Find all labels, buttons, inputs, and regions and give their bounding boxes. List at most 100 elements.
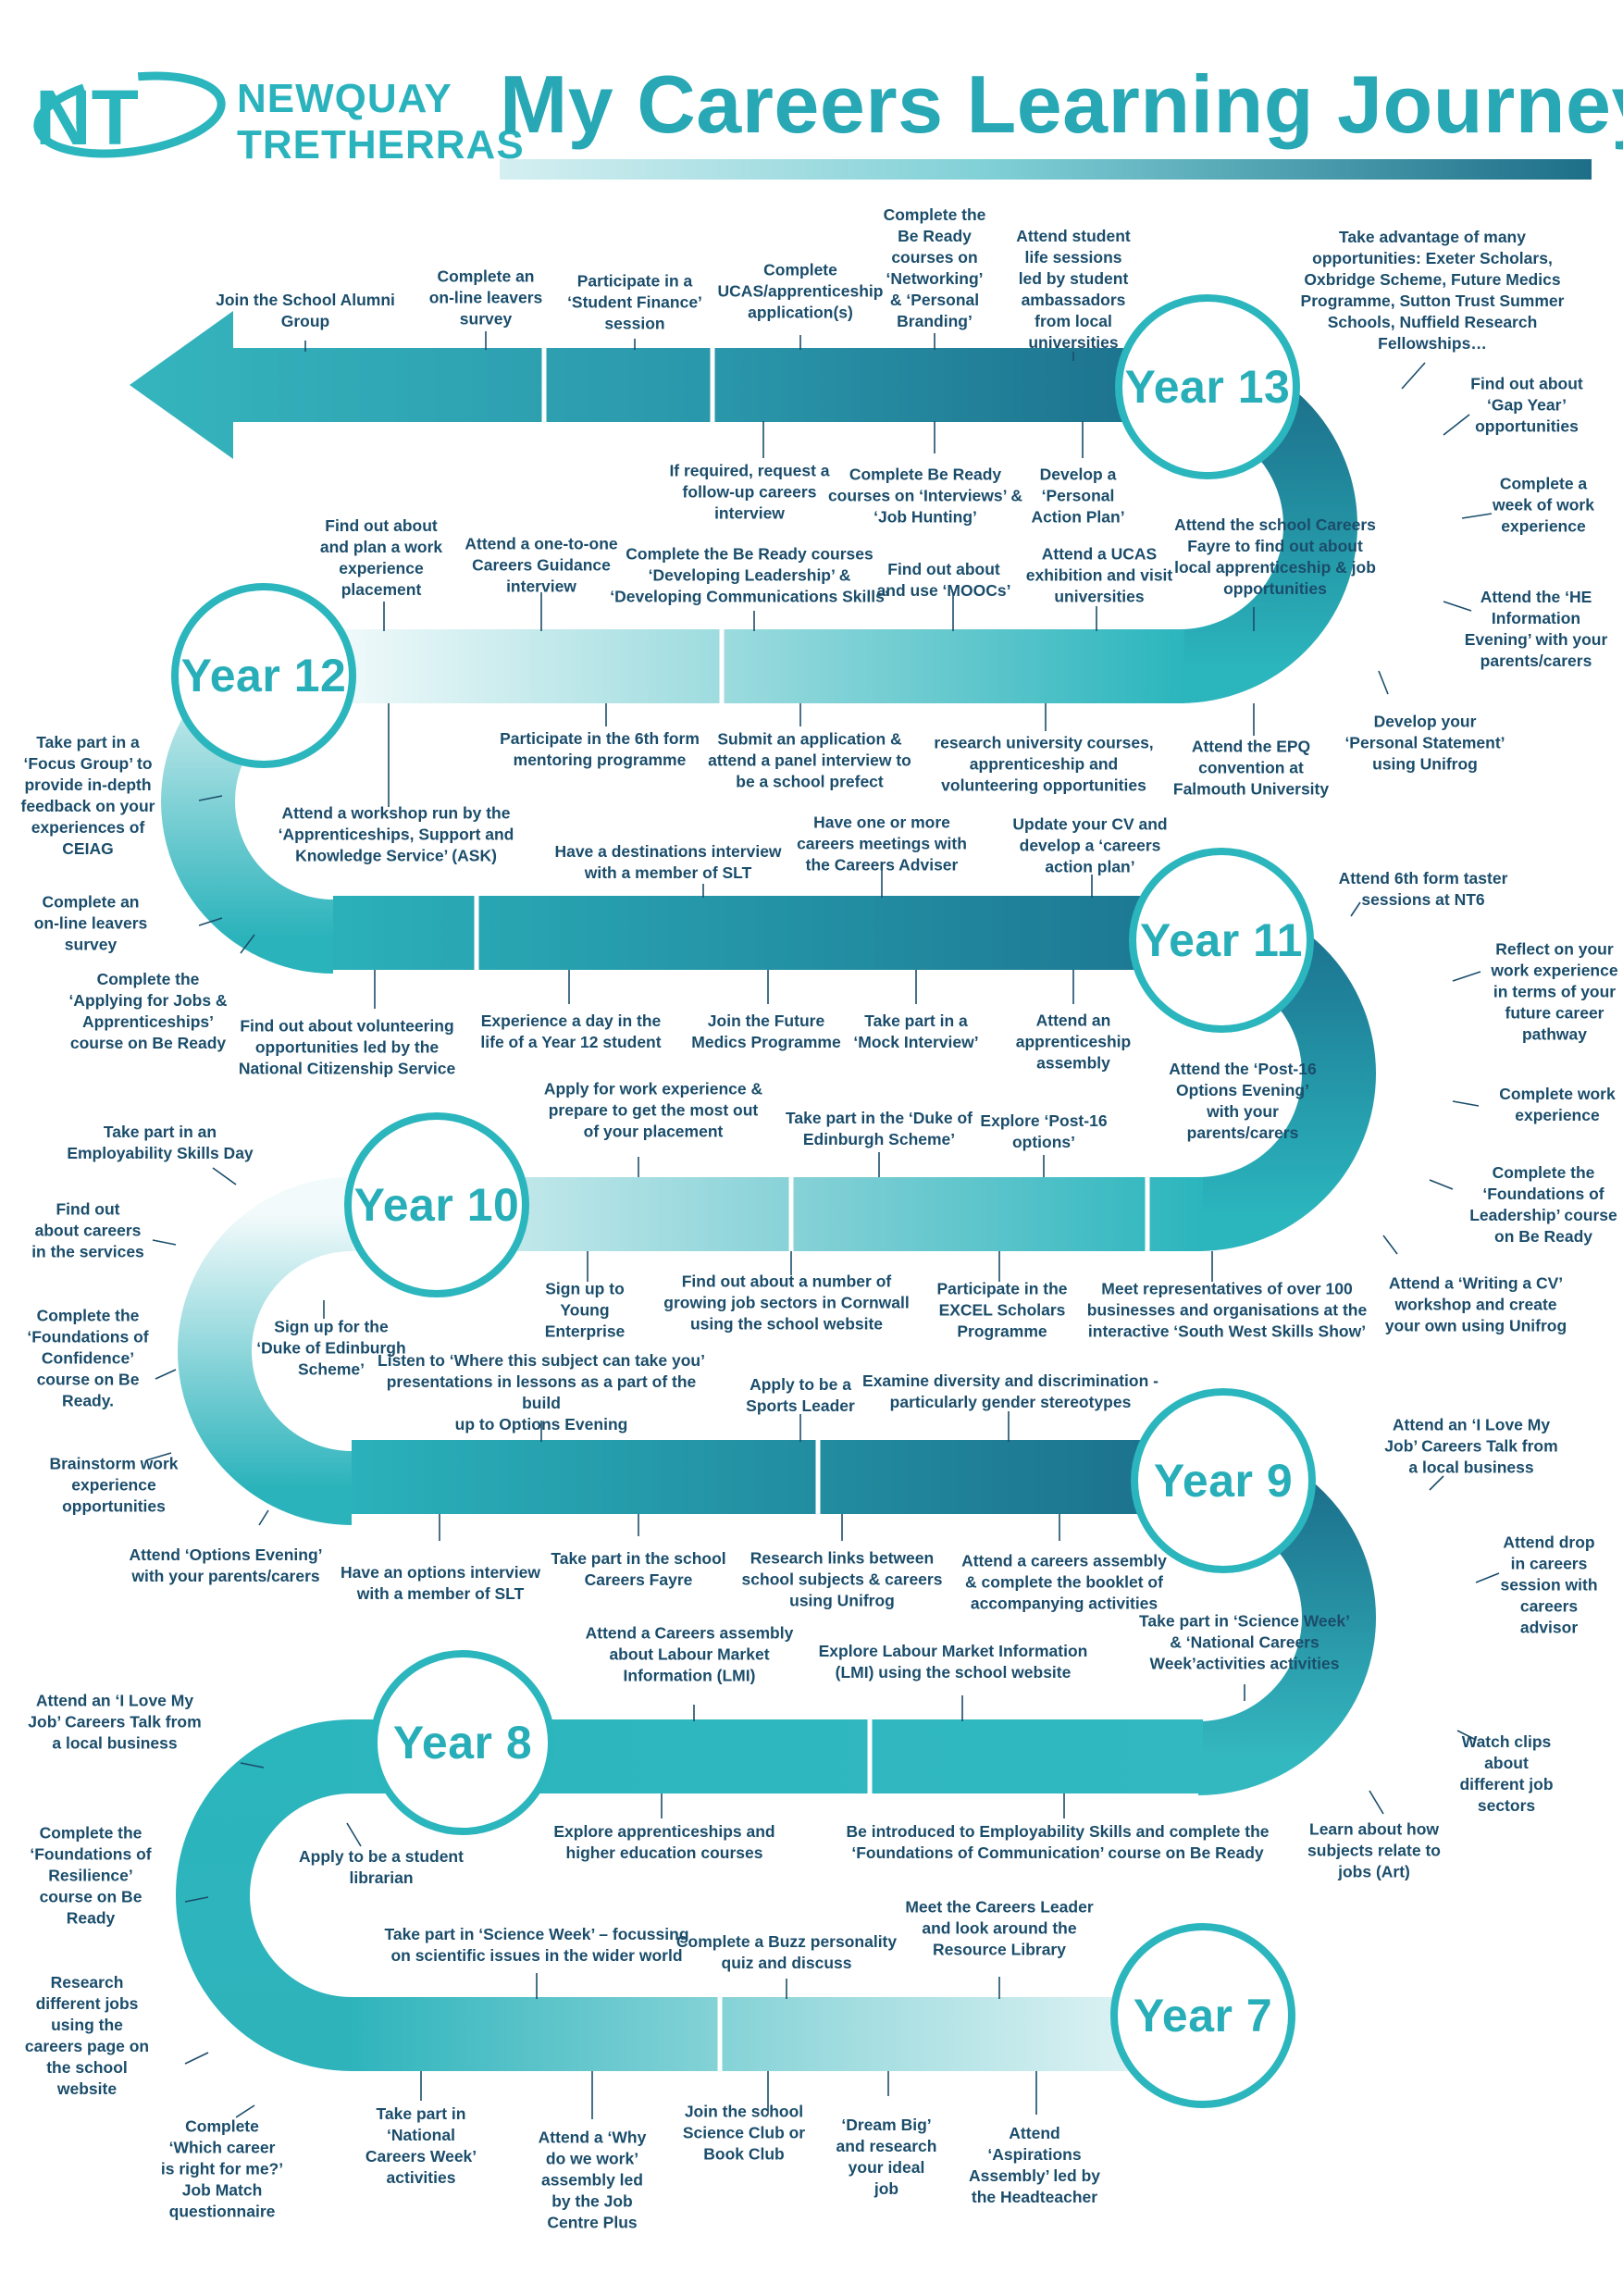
activity-label: Apply for work experience & prepare to g… xyxy=(543,1079,763,1141)
year-13-badge: Year 13 xyxy=(1115,294,1300,479)
activity-label: Be introduced to Employability Skills an… xyxy=(846,1822,1270,1862)
activity-label: Attend a one-to-one Careers Guidance int… xyxy=(465,534,618,596)
activity-label: Attend the EPQ convention at Falmouth Un… xyxy=(1172,737,1330,799)
activity-label: Attend a careers assembly & complete the… xyxy=(961,1551,1167,1613)
activity-label: Join the school Science Club or Book Clu… xyxy=(682,2102,806,2164)
activity-label: Complete ‘Which career is right for me?’… xyxy=(160,2116,284,2221)
activity-label: Take part in a ‘Focus Group’ to provide … xyxy=(20,733,155,858)
activity-label: Attend the school Careers Fayre to find … xyxy=(1174,515,1376,598)
activity-label: ‘Dream Big’ and research your ideal job xyxy=(836,2116,937,2198)
activity-label: Apply to be a student librarian xyxy=(299,1847,464,1887)
band-y7 xyxy=(352,1997,1184,2071)
activity-label: Explore Labour Market Information (LMI) … xyxy=(818,1642,1088,1682)
activity-label: Have a destinations interview with a mem… xyxy=(554,842,782,882)
activity-label: Attend a ‘Why do we work’ assembly led b… xyxy=(538,2128,647,2232)
activity-label: Complete an on-line leavers survey xyxy=(428,267,543,329)
activity-label: Take part in a ‘Mock Interview’ xyxy=(853,1011,979,1051)
curve-y8-y7 xyxy=(176,1719,353,2071)
year-7-badge: Year 7 xyxy=(1110,1923,1295,2108)
activity-label: Complete a Buzz personality quiz and dis… xyxy=(675,1932,898,1972)
activity-label: Attend a UCAS exhibition and visit unive… xyxy=(1025,544,1173,606)
activity-label: Attend the ‘Post-16 Options Evening’ wit… xyxy=(1169,1060,1317,1142)
activity-label: Watch clips about different job sectors xyxy=(1459,1732,1554,1815)
band-y12 xyxy=(333,629,1184,703)
activity-label: Find out about careers in the services xyxy=(31,1199,144,1261)
activity-label: Develop a ‘Personal Action Plan’ xyxy=(1031,465,1125,527)
activity-label: Attend a ‘Writing a CV’ workshop and cre… xyxy=(1384,1273,1567,1335)
activity-label: research university courses, apprentices… xyxy=(934,733,1154,795)
activity-label: Complete work experience xyxy=(1499,1085,1616,1124)
activity-label: Find out about and plan a work experienc… xyxy=(319,516,443,599)
activity-label: Attend the ‘HE Information Evening’ with… xyxy=(1464,588,1608,670)
activity-label: Complete a week of work experience xyxy=(1493,474,1594,536)
activity-label: Complete UCAS/apprenticeship application… xyxy=(717,260,884,322)
activity-label: Join the School Alumni Group xyxy=(216,291,395,330)
activity-label: Learn about how subjects relate to jobs … xyxy=(1307,1819,1441,1881)
activity-label: Sign up for the ‘Duke of Edinburgh Schem… xyxy=(256,1317,406,1379)
year-9-badge: Year 9 xyxy=(1131,1388,1316,1573)
activity-label: Attend an ‘I Love My Job’ Careers Talk f… xyxy=(28,1691,202,1753)
activity-label: Experience a day in the life of a Year 1… xyxy=(480,1011,662,1051)
activity-label: Meet the Careers Leader and look around … xyxy=(905,1897,1094,1959)
activity-label: Attend a workshop run by the ‘Apprentice… xyxy=(278,803,514,865)
activity-label: Have one or more careers meetings with t… xyxy=(797,813,967,875)
page-title: My Careers Learning Journey xyxy=(500,58,1623,150)
activity-label: Participate in a ‘Student Finance’ sessi… xyxy=(567,271,702,333)
activity-label: Brainstorm work experience opportunities xyxy=(49,1454,179,1516)
year-12-badge: Year 12 xyxy=(171,583,356,768)
activity-label: Take part in ‘National Careers Week’ act… xyxy=(365,2104,477,2187)
activity-label: Listen to ‘Where this subject can take y… xyxy=(378,1351,705,1433)
activity-label: Take part in ‘Science Week’ & ‘National … xyxy=(1139,1611,1350,1673)
year-8-badge: Year 8 xyxy=(370,1650,555,1835)
activity-label: Participate in the 6th form mentoring pr… xyxy=(500,729,700,769)
activity-label: Complete the ‘Foundations of Leadership’… xyxy=(1469,1163,1617,1246)
activity-label: Explore apprenticeships and higher educa… xyxy=(553,1822,775,1862)
activity-label: Attend a Careers assembly about Labour M… xyxy=(585,1623,794,1685)
arrow-y13 xyxy=(130,311,1194,459)
activity-label: Sign up to Young Enterprise xyxy=(544,1279,626,1341)
activity-label: Attend ‘Options Evening’ with your paren… xyxy=(129,1545,323,1585)
band-y9 xyxy=(352,1440,1203,1514)
title-underline-bar xyxy=(500,159,1592,180)
brand-line-1: NEWQUAY xyxy=(237,76,452,121)
activity-label: Attend drop in careers session with care… xyxy=(1500,1533,1598,1637)
activity-label: Complete the ‘Foundations of Confidence’… xyxy=(27,1306,149,1410)
activity-label: Attend 6th form taster sessions at NT6 xyxy=(1338,869,1508,909)
activity-label: Research links between school subjects &… xyxy=(741,1548,943,1610)
activity-label: Take part in ‘Science Week’ – focussing … xyxy=(384,1925,689,1965)
activity-label: Develop your ‘Personal Statement’ using … xyxy=(1344,712,1505,774)
brand-line-2: TRETHERRAS xyxy=(237,122,525,168)
activity-label: Find out about and use ‘MOOCs’ xyxy=(876,560,1011,600)
activity-label: Complete Be Ready courses on ‘Interviews… xyxy=(827,465,1023,527)
band-y11 xyxy=(333,896,1203,970)
activity-label: Take part in the ‘Duke of Edinburgh Sche… xyxy=(786,1109,973,1148)
activity-label: Complete the ‘Foundations of Resilience’… xyxy=(30,1823,152,1928)
activity-label: Complete an on-line leavers survey xyxy=(33,892,148,954)
activity-label: Attend an apprenticeship assembly xyxy=(1015,1011,1132,1073)
activity-label: Have an options interview with a member … xyxy=(341,1563,540,1603)
activity-label: Join the Future Medics Programme xyxy=(691,1011,841,1051)
activity-label: Take advantage of many opportunities: Ex… xyxy=(1300,228,1565,353)
activity-label: If required, request a follow-up careers… xyxy=(669,461,830,523)
activity-label: Meet representatives of over 100 busines… xyxy=(1086,1279,1368,1341)
activity-label: Update your CV and develop a ‘careers ac… xyxy=(1012,814,1168,876)
connector-lines xyxy=(145,331,1500,2119)
activity-label: Complete the Be Ready courses on ‘Networ… xyxy=(883,205,986,330)
activity-label: Participate in the EXCEL Scholars Progra… xyxy=(936,1279,1068,1341)
activity-label: Research different jobs using the career… xyxy=(24,1973,150,2098)
activity-label: Find out about ‘Gap Year’ opportunities xyxy=(1470,374,1583,436)
activity-label: Submit an application & attend a panel i… xyxy=(708,729,911,791)
school-logo: NT xyxy=(26,68,229,170)
activity-label: Apply to be a Sports Leader xyxy=(746,1375,855,1415)
activity-label: Explore ‘Post-16 options’ xyxy=(980,1111,1108,1151)
svg-text:NT: NT xyxy=(35,74,139,161)
year-10-badge: Year 10 xyxy=(344,1112,529,1297)
year-11-badge: Year 11 xyxy=(1129,848,1314,1033)
activity-label: Attend an ‘I Love My Job’ Careers Talk f… xyxy=(1384,1415,1558,1477)
activity-label: Complete the Be Ready courses ‘Developin… xyxy=(610,544,889,606)
activity-label: Attend student life sessions led by stud… xyxy=(1016,227,1131,352)
band-dividers xyxy=(474,348,1150,2071)
activity-label: Take part in an Employability Skills Day xyxy=(67,1123,254,1162)
activity-label: Take part in the school Careers Fayre xyxy=(551,1549,726,1589)
activity-label: Attend ‘Aspirations Assembly’ led by the… xyxy=(968,2124,1100,2206)
